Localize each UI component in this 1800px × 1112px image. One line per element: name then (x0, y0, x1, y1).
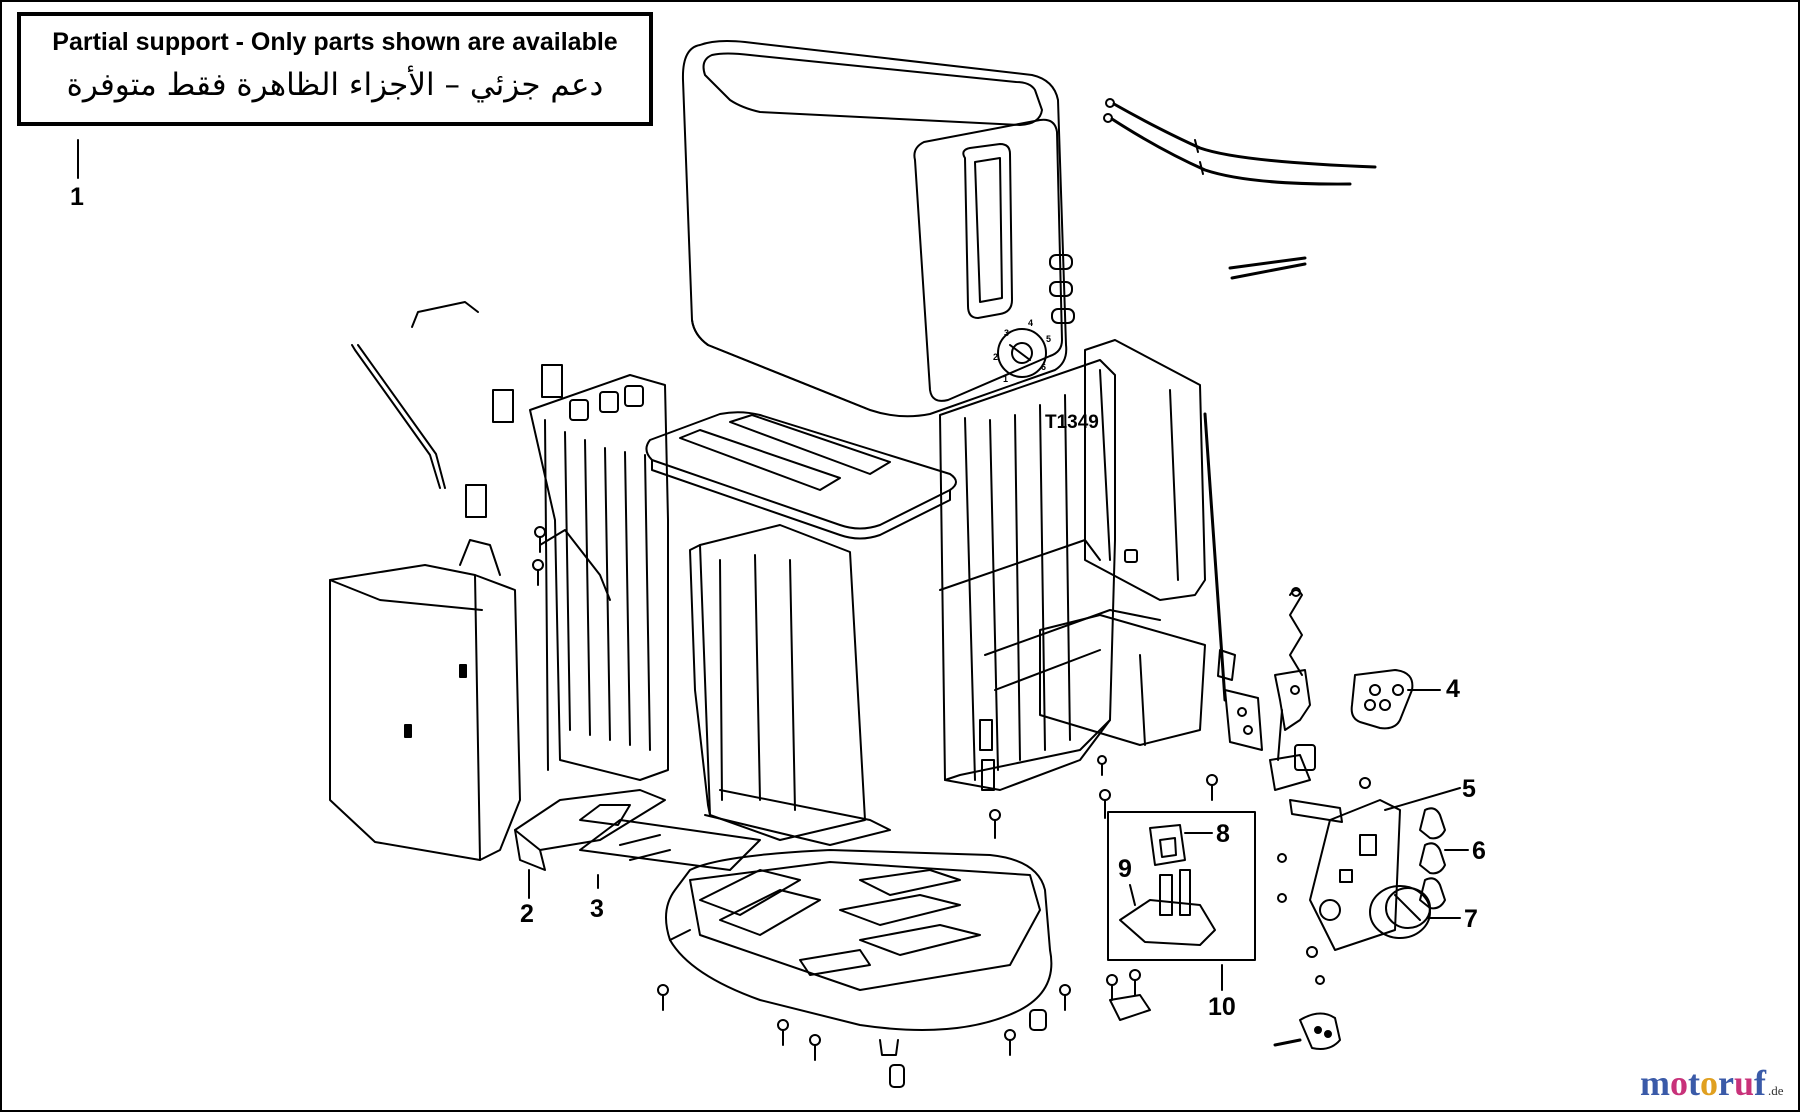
callout-2: 2 (520, 900, 534, 928)
wire-rod-parts (351, 301, 563, 518)
notice-arabic: دعم جزئي – الأجزاء الظاهرة فقط متوفرة (66, 67, 604, 103)
right-side-panel (1084, 339, 1206, 601)
notice-english: Partial support - Only parts shown are a… (52, 28, 618, 56)
dial-number: 5 (1046, 334, 1051, 344)
push-buttons (1419, 807, 1446, 910)
partial-support-notice: Partial support - Only parts shown are a… (17, 12, 653, 126)
left-side-panel (329, 539, 521, 861)
dial-number: 6 (1041, 362, 1046, 372)
model-marking: T1349 (1045, 412, 1099, 433)
watermark-letter: t (1688, 1063, 1700, 1103)
circuit-board (1269, 744, 1401, 951)
top-slot-plate (645, 411, 957, 540)
right-inner-chassis (939, 359, 1161, 791)
watermark-letter: o (1700, 1063, 1718, 1103)
middle-heating-element (689, 524, 891, 846)
watermark-tld: .de (1768, 1083, 1784, 1098)
latch-plate (1274, 669, 1311, 761)
watermark-letter: u (1733, 1063, 1755, 1103)
dial-number: 2 (993, 352, 998, 362)
callout-3: 3 (590, 895, 604, 923)
callout-4: 4 (1446, 675, 1460, 703)
leader-line-5 (1384, 787, 1461, 811)
spring (1289, 587, 1303, 676)
watermark-letter: m (1640, 1063, 1670, 1103)
braided-cables (1103, 98, 1377, 280)
crumb-tray (514, 789, 761, 871)
lever-mechanism (1039, 412, 1263, 751)
callout-10: 10 (1208, 993, 1236, 1021)
dial-number: 3 (1004, 328, 1009, 338)
browning-knob (1369, 885, 1431, 939)
leader-line-9 (1129, 884, 1136, 906)
thermostat-group (1107, 811, 1256, 961)
screws (532, 526, 1371, 1088)
left-inner-chassis (529, 374, 669, 781)
toaster-housing (681, 40, 1075, 418)
mains-plug (1273, 1012, 1341, 1050)
callout-7: 7 (1464, 905, 1478, 933)
callout-6: 6 (1472, 837, 1486, 865)
dial-number: 1 (1003, 374, 1008, 384)
callout-1: 1 (70, 183, 84, 211)
base-housing (665, 849, 1053, 1056)
watermark-letter: f (1754, 1063, 1767, 1103)
lever-knob (1350, 669, 1414, 730)
motoruf-watermark: motoruf.de (1640, 1062, 1784, 1104)
dial-number: 4 (1028, 318, 1033, 328)
watermark-letter: r (1718, 1063, 1734, 1103)
callout-8: 8 (1216, 820, 1230, 848)
dial-numbers: 1 2 3 4 5 6 (993, 318, 1051, 384)
callout-9: 9 (1118, 855, 1132, 883)
callout-5: 5 (1462, 775, 1476, 803)
watermark-letter: o (1670, 1063, 1688, 1103)
